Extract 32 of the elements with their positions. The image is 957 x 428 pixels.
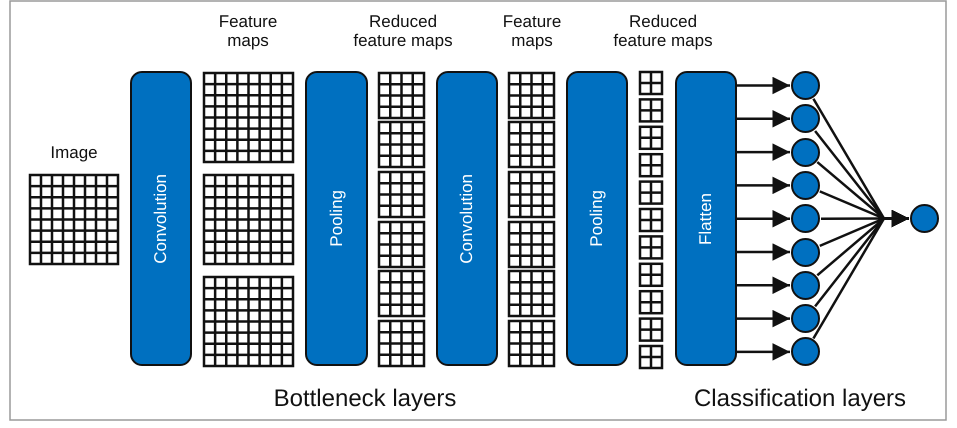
neuron-circle <box>791 337 820 366</box>
column-heading: Reduced feature maps <box>612 13 714 50</box>
arrow <box>737 243 790 261</box>
neuron-circle <box>791 104 820 134</box>
arrow <box>812 210 909 340</box>
arrow <box>737 310 790 328</box>
layer-box: Pooling <box>566 71 628 366</box>
arrow <box>737 76 790 94</box>
neuron-circle <box>791 170 820 200</box>
arrow <box>737 143 790 161</box>
neuron-circle <box>791 238 820 266</box>
arrow <box>737 276 790 294</box>
output-neuron-circle <box>910 204 939 233</box>
arrow <box>737 343 790 361</box>
column-heading: Feature maps <box>218 13 278 50</box>
arrow <box>737 210 790 228</box>
neuron-circle <box>791 204 820 234</box>
neuron-circle <box>791 138 820 167</box>
layer-box: Convolution <box>436 71 498 366</box>
neuron-circle <box>791 71 820 100</box>
section-label: Classification layers <box>692 386 908 412</box>
column-heading: Reduced feature maps <box>352 13 454 50</box>
image-label: Image <box>49 144 99 163</box>
column-heading: Feature maps <box>502 13 562 50</box>
neuron-circle <box>791 270 820 300</box>
flatten-layer-box: Flatten <box>675 71 737 366</box>
arrow <box>737 110 790 128</box>
layer-box: Pooling <box>305 71 368 366</box>
neuron-circle <box>791 304 820 334</box>
arrow <box>737 176 790 194</box>
layer-box: Convolution <box>130 71 192 366</box>
section-label: Bottleneck layers <box>272 386 458 412</box>
